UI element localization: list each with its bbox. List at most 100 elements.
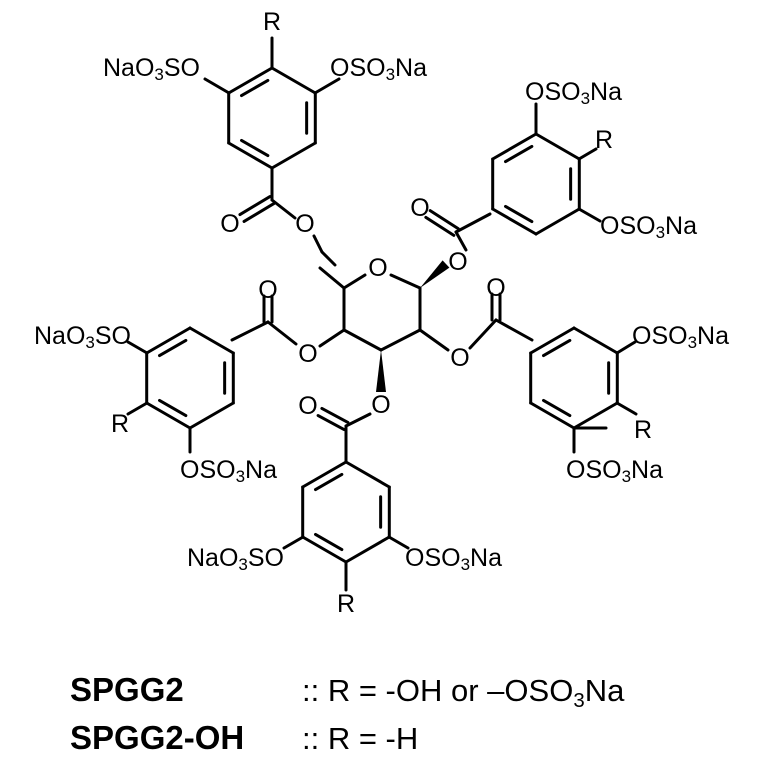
carbonyl-oxygen: O <box>410 194 429 222</box>
ring-top-edge <box>270 66 317 95</box>
carbonyl-oxygen: O <box>298 392 317 420</box>
bond <box>203 77 231 95</box>
ring-left-edge <box>188 401 235 430</box>
sulfate-group: NaO3SO <box>103 54 200 84</box>
carbonyl-double-bond <box>424 215 456 237</box>
carbonyl-double-bond <box>428 209 460 231</box>
compound-name: SPGG2 <box>70 671 184 708</box>
sulfate-group: OSO3Na <box>566 456 663 486</box>
bond <box>387 535 410 550</box>
sulfate-group: OSO3Na <box>180 456 277 486</box>
bond <box>615 401 638 416</box>
wedge-bond <box>420 260 450 288</box>
bond <box>494 318 534 342</box>
ring-bottom-inner-double-bond <box>314 532 344 552</box>
compound-definition: :: R = -H <box>302 721 419 756</box>
ring-right-edge <box>572 401 619 430</box>
bond <box>344 412 372 428</box>
bond-network <box>126 36 638 592</box>
ring-left-inner-double-bond <box>158 398 188 418</box>
substituent-r: R <box>634 416 652 444</box>
ring-right-edge <box>572 326 619 355</box>
bond <box>577 207 602 223</box>
sulfate-group: OSO3Na <box>600 212 697 242</box>
ring-bond <box>389 273 422 290</box>
ring-bond <box>342 328 383 352</box>
ring-upper-right-edge <box>534 207 581 236</box>
sulfate-group: NaO3SO <box>187 544 284 574</box>
ring-upper-right-inner-double-bond <box>504 204 534 224</box>
ester-oxygen: O <box>450 344 469 372</box>
ring-left-inner-double-bond <box>158 338 188 358</box>
sulfate-group: OSO3Na <box>330 54 427 84</box>
bond <box>468 318 498 350</box>
bond <box>312 234 324 254</box>
ring-bottom-edge <box>344 535 391 564</box>
bond <box>577 147 598 161</box>
ring-upper-right-inner-double-bond <box>504 144 534 164</box>
ring-bottom-edge <box>344 460 391 489</box>
bond <box>615 340 637 355</box>
compound-definition: :: R = -OH or –OSO3Na <box>302 673 625 713</box>
sulfate-group: OSO3Na <box>405 544 502 574</box>
carbonyl-double-bond <box>238 195 272 217</box>
substituent-r: R <box>111 410 129 438</box>
ring-upper-right-edge <box>491 207 538 236</box>
ring-bond <box>318 266 346 290</box>
bond <box>266 320 298 346</box>
ring-bottom-edge <box>301 535 348 564</box>
bond <box>313 77 341 95</box>
bond <box>126 340 149 355</box>
ring-bottom-inner-double-bond <box>314 472 344 492</box>
substituent-r: R <box>595 126 613 154</box>
ring-left-edge <box>145 401 192 430</box>
carbonyl-oxygen: O <box>486 274 505 302</box>
substituent-r: R <box>337 590 355 618</box>
ester-oxygen: O <box>298 340 317 368</box>
bond <box>418 328 450 352</box>
legend-row-spgg2: SPGG2:: R = -OH or –OSO3Na <box>70 668 624 712</box>
ring-bond <box>342 273 367 290</box>
ring-left-edge <box>188 326 235 355</box>
ring-top-inner-double-bond <box>240 78 270 98</box>
ester-oxygen: O <box>371 391 390 419</box>
ring-right-inner-double-bond <box>542 398 572 418</box>
ring-top-edge <box>270 141 317 170</box>
ring-top-edge <box>227 141 274 170</box>
carbonyl-double-bond <box>242 201 276 223</box>
ring-left-edge <box>145 326 192 355</box>
wedge-bond <box>376 350 386 392</box>
ring-right-inner-double-bond <box>542 338 572 358</box>
ring-top-inner-double-bond <box>240 138 270 158</box>
carbonyl-double-bond <box>320 406 350 424</box>
ring-bond <box>379 328 422 352</box>
ring-upper-right-edge <box>534 132 581 161</box>
bond <box>318 328 346 348</box>
bond <box>126 401 149 416</box>
carbonyl-oxygen: O <box>258 276 277 304</box>
ring-right-edge <box>529 326 576 355</box>
ring-oxygen: O <box>368 254 387 282</box>
bond <box>230 320 270 342</box>
substituent-r: R <box>263 8 281 36</box>
ester-oxygen: O <box>448 248 467 276</box>
bond <box>454 212 492 234</box>
ring-bottom-edge <box>301 460 348 489</box>
carbonyl-double-bond <box>316 414 346 432</box>
compound-legend: SPGG2:: R = -OH or –OSO3Na SPGG2-OH:: R … <box>0 640 764 766</box>
bond <box>320 250 337 267</box>
carbonyl-oxygen: O <box>220 210 239 238</box>
sulfate-group: OSO3Na <box>525 78 622 108</box>
ester-oxygen: O <box>295 210 314 238</box>
bond <box>454 230 468 252</box>
compound-name: SPGG2-OH <box>70 719 245 756</box>
sulfate-group: NaO3SO <box>34 322 131 352</box>
bond <box>270 198 297 220</box>
ring-top-edge <box>227 66 274 95</box>
sulfate-group: OSO3Na <box>632 322 729 352</box>
bond <box>282 535 305 550</box>
ring-upper-right-edge <box>491 132 538 161</box>
ring-right-edge <box>529 401 576 430</box>
